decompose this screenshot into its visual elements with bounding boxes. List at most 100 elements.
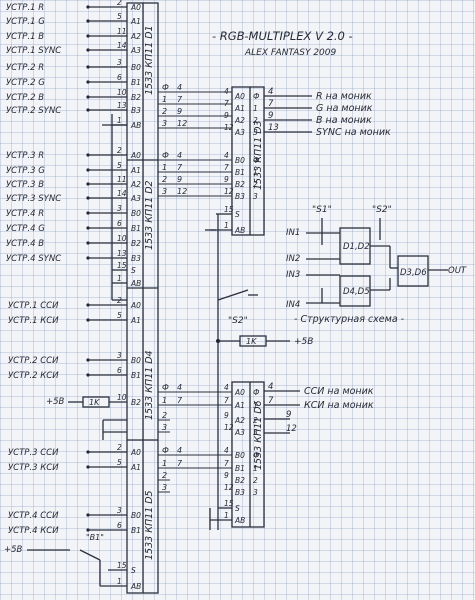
svg-text:Ф: Ф bbox=[162, 446, 169, 455]
d6-pin-out: 1 bbox=[253, 401, 258, 410]
svg-text:4: 4 bbox=[177, 383, 182, 392]
output-r: R на моник bbox=[316, 91, 372, 102]
author-label: ALEX FANTASY 2009 bbox=[244, 48, 337, 58]
struct-s1-label: "S1" bbox=[312, 205, 332, 215]
chip-d4-label: 1533 КП11 D4 bbox=[144, 350, 155, 420]
input-addr: A2 bbox=[130, 32, 141, 41]
input-pin: 11 bbox=[117, 27, 127, 36]
d6-pin-out: Ф bbox=[253, 451, 260, 460]
input-addr: B2 bbox=[131, 239, 141, 248]
chip-d2-label: 1533 КП11 D2 bbox=[144, 180, 155, 250]
input-addr: B3 bbox=[131, 254, 141, 263]
d3-pin-num: 12 bbox=[224, 187, 234, 196]
d3-pin-num: 15 bbox=[224, 205, 234, 214]
sync-input-label: УСТР.2 КСИ bbox=[8, 371, 59, 381]
d3-pin-addr: A2 bbox=[234, 116, 245, 125]
struct-in3: IN3 bbox=[286, 270, 300, 280]
d3-pin-out: Ф bbox=[253, 92, 260, 101]
input-pin: 6 bbox=[117, 219, 122, 228]
d6-pin-addr: A0 bbox=[234, 388, 245, 397]
sync-input-addr: B0 bbox=[131, 356, 141, 365]
input-addr: B0 bbox=[131, 209, 141, 218]
svg-text:7: 7 bbox=[177, 459, 183, 468]
sync-input-addr: S bbox=[131, 566, 136, 575]
input-addr: A1 bbox=[130, 166, 141, 175]
svg-text:1: 1 bbox=[162, 459, 167, 468]
d6-pin-num: 7 bbox=[224, 459, 229, 468]
bus-wires: Ф 1 2 3 Ф 1 2 3 Ф 1 Ф 1 4 7 9 12 4 7 9 1… bbox=[158, 83, 232, 530]
input-label: УСТР.4 G bbox=[6, 224, 45, 234]
input-label: УСТР.2 SYNC bbox=[6, 106, 61, 116]
sync-input-label: УСТР.3 КСИ bbox=[8, 463, 59, 473]
chip-d1-label: 1533 КП11 D1 bbox=[144, 25, 155, 95]
sync-input-pin: 15 bbox=[117, 561, 127, 570]
input-addr: B1 bbox=[131, 224, 141, 233]
sync-input-addr: B1 bbox=[131, 371, 141, 380]
svg-text:7: 7 bbox=[177, 95, 183, 104]
sync-input-addr: A0 bbox=[130, 301, 141, 310]
svg-text:4: 4 bbox=[177, 151, 182, 160]
d6-pin-addr: A2 bbox=[234, 416, 245, 425]
input-label: УСТР.2 R bbox=[6, 63, 44, 73]
struct-in4: IN4 bbox=[286, 300, 300, 310]
svg-text:4: 4 bbox=[177, 446, 182, 455]
input-label: УСТР.2 B bbox=[6, 93, 44, 103]
svg-text:2: 2 bbox=[162, 175, 167, 184]
d3-pin-num: 1 bbox=[224, 221, 229, 230]
sync-input-pin: 2 bbox=[117, 443, 122, 452]
svg-text:Ф: Ф bbox=[162, 383, 169, 392]
svg-text:4: 4 bbox=[268, 87, 273, 97]
d6-pin-out: 2 bbox=[253, 476, 258, 485]
chip-d5-label: 1533 КП11 D5 bbox=[144, 490, 155, 560]
sync-input-label: УСТР.1 ССИ bbox=[8, 301, 59, 311]
sync-input-label: УСТР.4 ССИ bbox=[8, 511, 59, 521]
resistor-left-label: 1K bbox=[89, 398, 100, 407]
struct-block-d4d5 bbox=[339, 275, 371, 307]
sync-input-label: УСТР.1 КСИ bbox=[8, 316, 59, 326]
sync-input-pin: 3 bbox=[117, 506, 122, 515]
input-addr: S bbox=[131, 266, 136, 275]
sync-input-pin: 3 bbox=[117, 351, 122, 360]
svg-text:D4,D5: D4,D5 bbox=[343, 287, 370, 297]
power-mid-label: +5В bbox=[294, 337, 313, 347]
chip-d3 bbox=[231, 86, 265, 236]
d6-pin-num: 7 bbox=[224, 396, 229, 405]
d3-pin-addr: B3 bbox=[235, 192, 245, 201]
sync-input-addr: AB bbox=[130, 582, 141, 591]
input-label: УСТР.4 B bbox=[6, 239, 44, 249]
struct-s2-label: "S2" bbox=[372, 205, 392, 215]
d6-pin-out: 3 bbox=[253, 488, 258, 497]
sync-input-pin: 5 bbox=[117, 311, 122, 320]
struct-block-d3d6 bbox=[397, 255, 429, 287]
d3-pin-addr: B2 bbox=[235, 180, 245, 189]
d6-pin-num: 15 bbox=[224, 499, 234, 508]
sync-input-addr: A0 bbox=[130, 448, 141, 457]
d6-pin-num: 1 bbox=[224, 511, 229, 520]
input-addr: A3 bbox=[130, 46, 141, 55]
input-label: УСТР.1 R bbox=[6, 3, 44, 13]
input-addr: A0 bbox=[130, 3, 141, 12]
input-pin: 15 bbox=[117, 261, 127, 270]
d6-pin-addr: B3 bbox=[235, 488, 245, 497]
sync-input-addr: A1 bbox=[130, 463, 141, 472]
input-label: УСТР.2 G bbox=[6, 78, 45, 88]
d6-pin-addr: B1 bbox=[235, 464, 245, 473]
power-left-label: +5В bbox=[46, 397, 65, 407]
sync-input-addr: A1 bbox=[130, 316, 141, 325]
d3-pin-num: 4 bbox=[224, 151, 229, 160]
d6-pin-num: 12 bbox=[224, 423, 234, 432]
input-label: УСТР.3 G bbox=[6, 166, 45, 176]
input-pin: 10 bbox=[117, 88, 127, 97]
d6-pin-num: 4 bbox=[224, 383, 229, 392]
input-pin: 1 bbox=[117, 274, 122, 283]
struct-in1: IN1 bbox=[286, 228, 300, 238]
diagram-title: - RGB-MULTIPLEX V 2.0 - bbox=[212, 29, 353, 43]
input-addr: AB bbox=[130, 121, 141, 130]
input-label: УСТР.3 R bbox=[6, 151, 44, 161]
d6-pin-out: 1 bbox=[253, 464, 258, 473]
